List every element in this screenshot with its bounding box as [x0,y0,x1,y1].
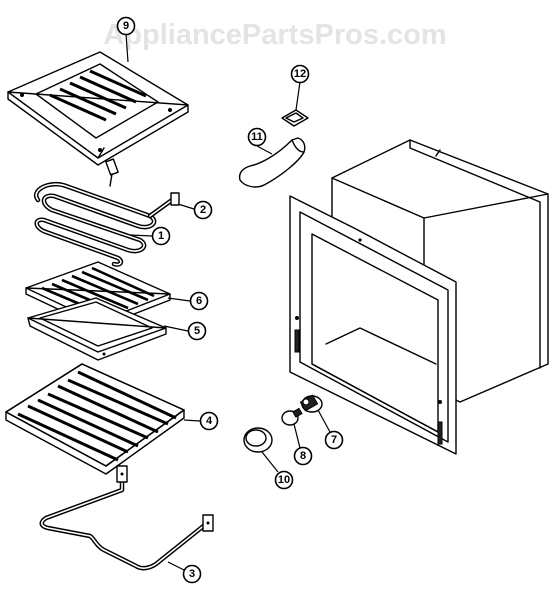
leader-lines [125,33,331,571]
watermark-logo: AppliancePartsPros.com [103,19,446,51]
callout-3: 3 [182,564,202,584]
broil-cover-part [7,51,189,166]
callout-7: 7 [324,430,344,450]
bake-element-part [39,465,214,571]
callout-label: 2 [200,204,206,216]
callout-label: 8 [300,450,306,462]
callout-label: 3 [189,568,195,580]
oven-cavity-part [289,139,549,455]
callout-label: 4 [206,415,213,427]
callout-2: 2 [193,200,213,220]
callout-label: 12 [294,68,306,80]
callout-label: 9 [123,20,129,32]
callout-label: 10 [278,474,290,486]
light-socket-part [299,394,323,413]
callout-label: 1 [158,230,164,242]
callout-5: 5 [187,321,207,341]
light-bulb-part [281,407,303,426]
callout-4: 4 [199,411,219,431]
bracket-clip-part [281,109,309,127]
broiler-pan-part [27,297,167,361]
callout-label: 7 [331,434,337,446]
callout-12: 12 [290,64,310,84]
light-lens-part [243,427,273,453]
callout-label: 5 [194,325,200,337]
callout-label: 11 [251,131,263,143]
callout-11: 11 [247,127,267,147]
callout-8: 8 [293,446,313,466]
callout-label: 6 [196,295,202,307]
broil-element-part [34,158,180,267]
callout-9: 9 [116,16,136,36]
oven-rack-part [5,363,185,475]
vent-duct-part [238,137,306,188]
callout-10: 10 [274,470,294,490]
callout-1: 1 [151,226,171,246]
callout-6: 6 [189,291,209,311]
